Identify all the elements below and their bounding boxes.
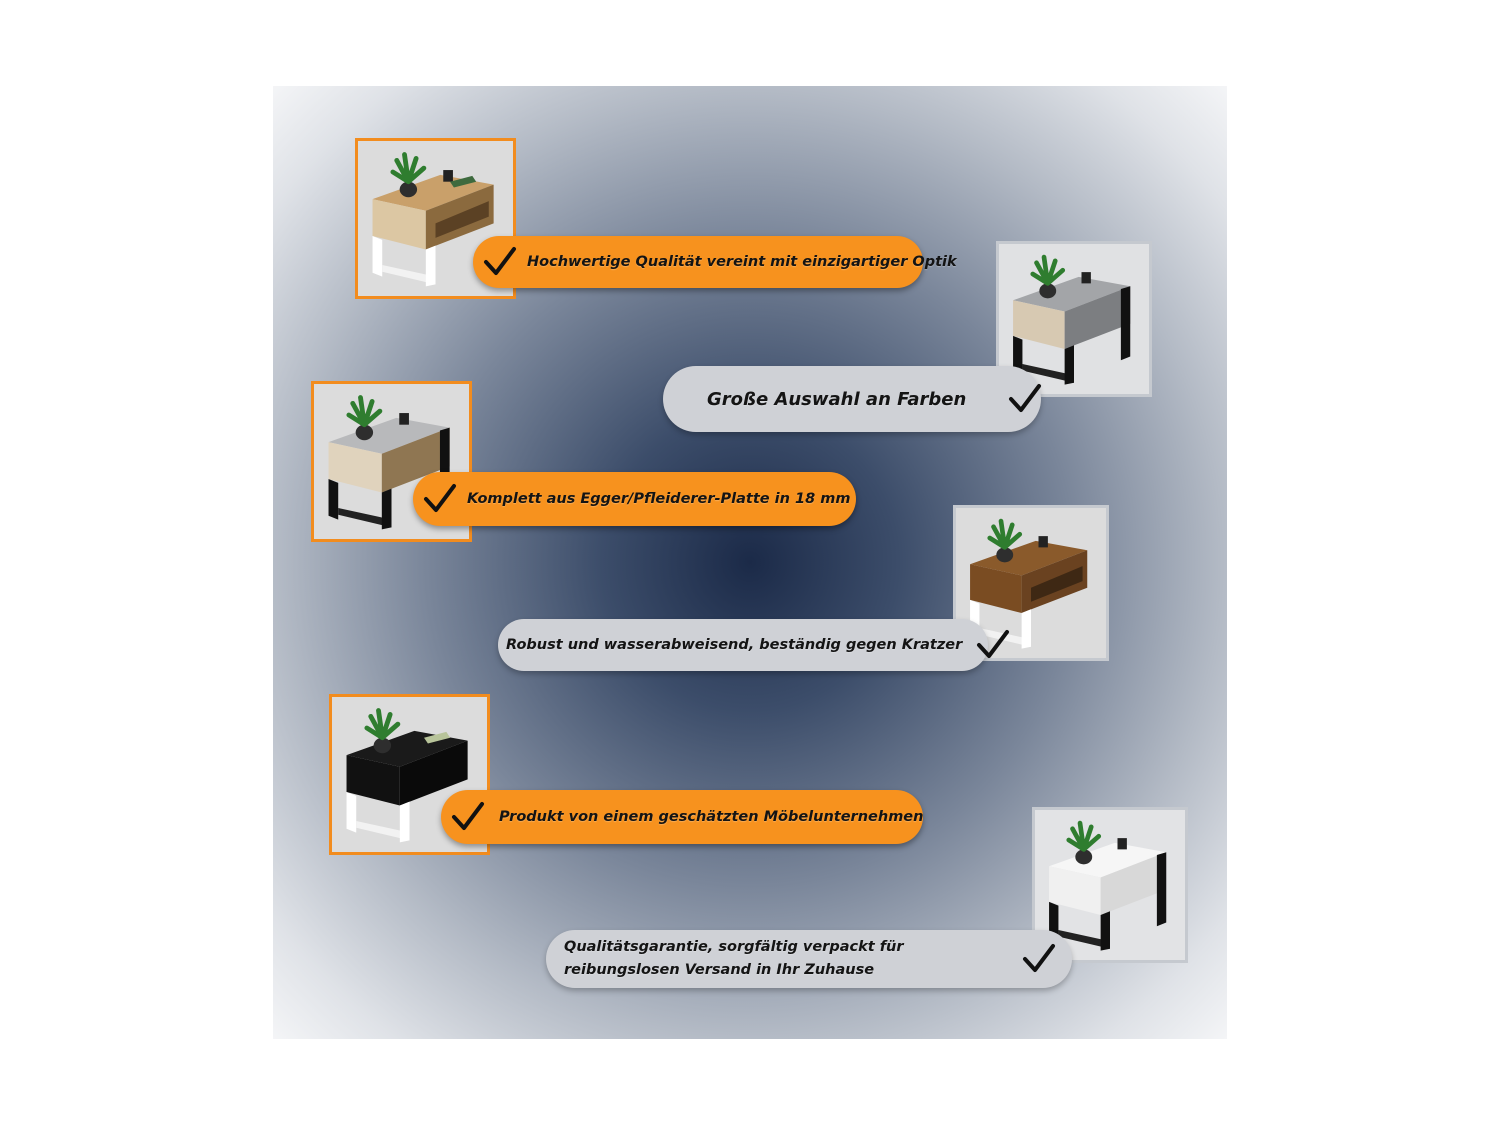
- feature-pill-guarantee: Qualitätsgarantie, sorgfältig verpackt f…: [546, 930, 1072, 988]
- feature-panel: Hochwertige Qualität vereint mit einziga…: [273, 86, 1227, 1039]
- feature-pill-robust: Robust und wasserabweisend, beständig ge…: [498, 619, 1010, 671]
- feature-pill-quality: Hochwertige Qualität vereint mit einziga…: [473, 236, 957, 288]
- coffee-table-concrete-oak-image: [314, 384, 469, 539]
- coffee-table-oak-image: [358, 141, 513, 296]
- feature-text: Produkt von einem geschätzten Möbelunter…: [499, 809, 924, 825]
- feature-text: Komplett aus Egger/Pfleiderer-Platte in …: [467, 491, 851, 507]
- feature-pill-colors: Große Auswahl an Farben: [663, 366, 1042, 432]
- checkmark-icon: [484, 247, 516, 275]
- feature-text: Hochwertige Qualität vereint mit einziga…: [527, 254, 957, 270]
- feature-pill-material: Komplett aus Egger/Pfleiderer-Platte in …: [413, 472, 856, 526]
- product-photo-oak: [355, 138, 516, 299]
- checkmark-icon: [977, 630, 1010, 658]
- feature-pill-company: Produkt von einem geschätzten Möbelunter…: [441, 790, 923, 844]
- coffee-table-walnut-image: [956, 508, 1106, 658]
- checkmark-icon: [1009, 384, 1042, 412]
- checkmark-icon: [424, 484, 456, 512]
- feature-text: Große Auswahl an Farben: [707, 388, 967, 410]
- coffee-table-white-image: [1035, 810, 1185, 960]
- checkmark-icon: [452, 802, 484, 830]
- feature-text: Qualitätsgarantie, sorgfältig verpackt f…: [564, 939, 904, 978]
- feature-text: Robust und wasserabweisend, beständig ge…: [506, 637, 963, 653]
- checkmark-icon: [1023, 944, 1055, 972]
- coffee-table-concrete-image: [999, 244, 1149, 394]
- coffee-table-black-image: [332, 697, 487, 852]
- product-photo-black: [329, 694, 490, 855]
